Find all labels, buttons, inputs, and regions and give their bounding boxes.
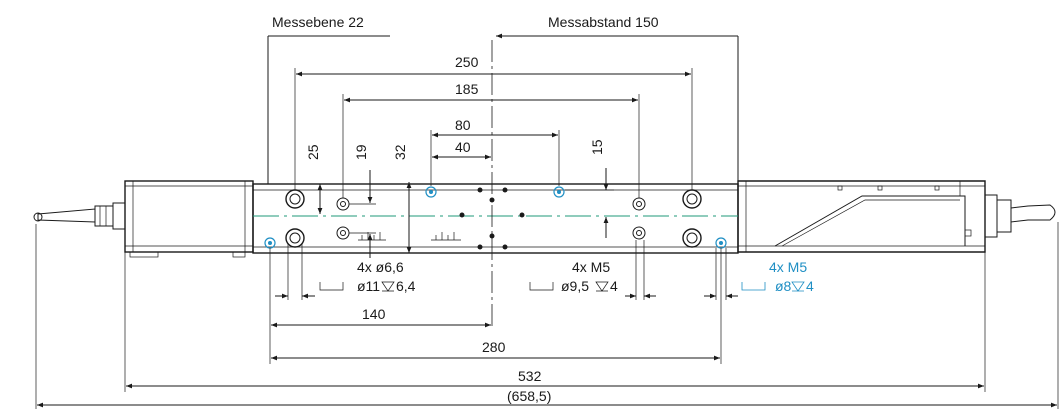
dim-25-label: 25	[305, 144, 321, 160]
note-mid-cbore: ø9,5	[561, 278, 589, 294]
dim-532-label: 532	[518, 368, 542, 384]
note-left-cbore: ø11	[357, 278, 380, 294]
note-mid: 4x M5 ø9,5 4	[529, 240, 656, 300]
note-right: 4x M5 ø8 4	[704, 248, 814, 300]
note-left: 4x ø6,6 ø11 6,4	[275, 244, 416, 300]
dim-140-label: 140	[362, 306, 386, 322]
note-right-depth: 4	[806, 278, 814, 294]
note-mid-count: 4x M5	[572, 259, 610, 275]
dim-25: 25	[305, 144, 323, 214]
dim-15: 15	[565, 139, 614, 238]
hole-blue-1	[425, 186, 437, 198]
dim-80: 80	[430, 117, 560, 186]
hole-cbore-tr	[682, 189, 702, 209]
sensor-body	[33, 40, 1056, 330]
hole-blue-2	[553, 186, 565, 198]
dim-280: 280	[271, 339, 720, 361]
callout-plane: Messebene 22	[267, 14, 390, 184]
label-plane: Messebene 22	[272, 14, 364, 30]
dim-185: 185	[342, 81, 640, 198]
dim-250: 250	[294, 54, 693, 190]
dim-80-label: 80	[455, 117, 471, 133]
dim-40: 40	[432, 139, 491, 160]
dim-658: (658,5)	[35, 222, 1059, 409]
note-right-cbore: ø8	[775, 278, 792, 294]
hole-cbore-tl	[285, 189, 305, 209]
hole-cbore-bl	[285, 228, 305, 248]
hole-m5-br	[632, 226, 646, 240]
dim-280-label: 280	[482, 339, 506, 355]
hole-blue-3	[264, 237, 276, 249]
dim-140: 140	[269, 248, 722, 364]
hole-m5-tl	[336, 197, 350, 211]
hole-m5-tr	[632, 197, 646, 211]
hole-blue-4	[715, 237, 727, 249]
dim-658-label: (658,5)	[507, 388, 551, 404]
hole-cbore-br	[682, 228, 702, 248]
dim-532: 532	[124, 252, 986, 392]
dim-15-label: 15	[589, 139, 605, 155]
dim-40-label: 40	[455, 139, 471, 155]
mounting-holes	[264, 186, 727, 250]
dim-32: 32	[392, 144, 412, 253]
label-distance: Messabstand 150	[548, 14, 659, 30]
dim-19-label: 19	[353, 144, 369, 160]
dim-250-label: 250	[455, 54, 479, 70]
dim-19: 19	[349, 144, 376, 258]
note-right-count: 4x M5	[769, 259, 807, 275]
callout-distance: Messabstand 150	[496, 14, 739, 184]
dim-185-label: 185	[455, 81, 479, 97]
dim-32-label: 32	[392, 144, 408, 160]
note-left-depth: 6,4	[396, 278, 416, 294]
note-mid-depth: 4	[610, 278, 618, 294]
note-left-count: 4x ø6,6	[357, 259, 404, 275]
hole-m5-bl	[336, 226, 350, 240]
